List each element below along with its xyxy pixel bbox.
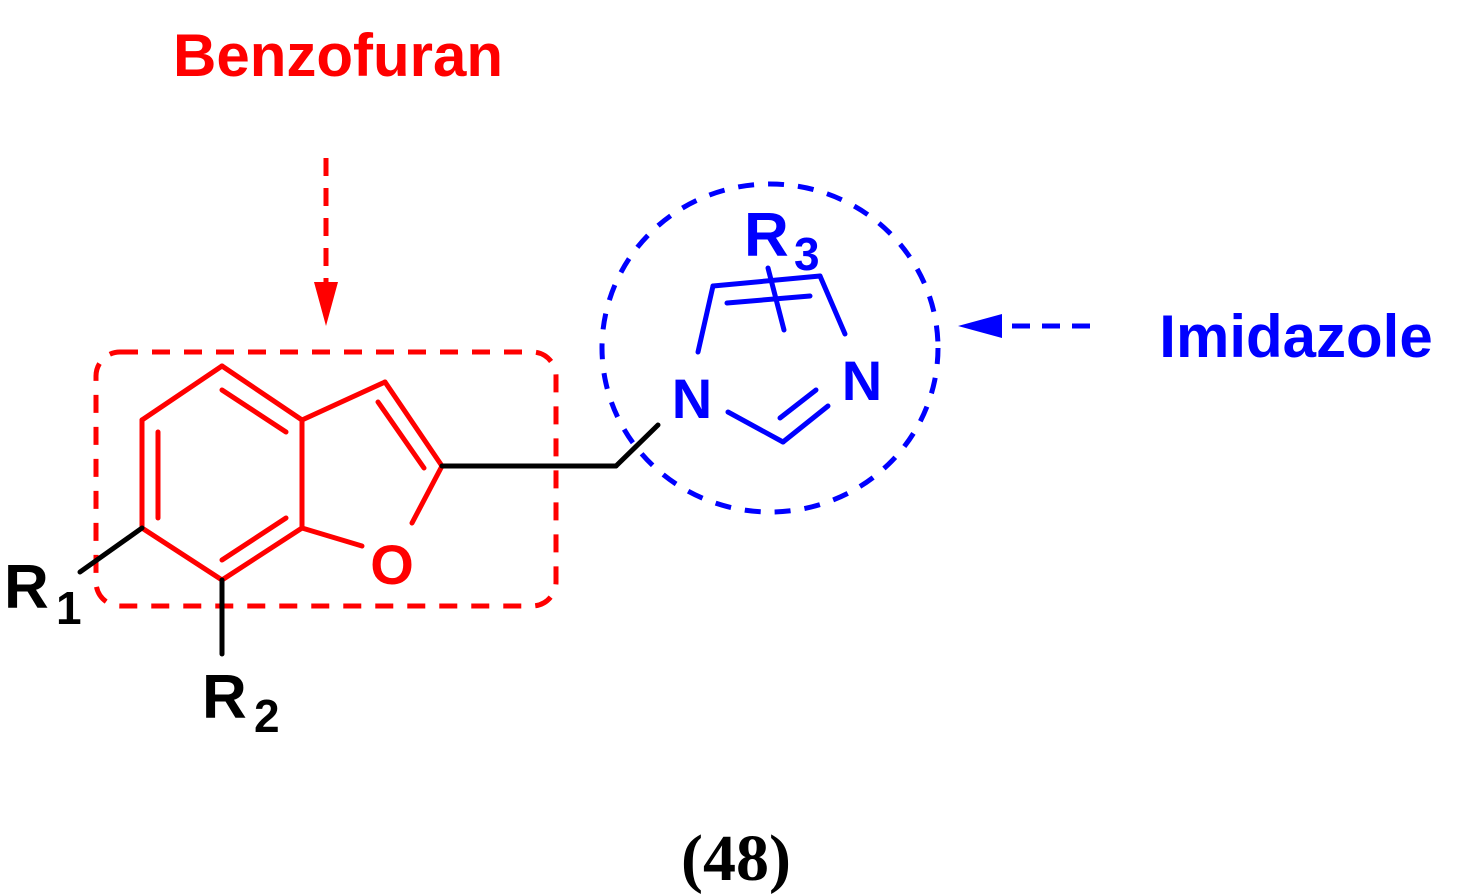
r2-substituent: R 2 [202, 663, 280, 742]
substituent-bonds [77, 422, 661, 657]
benzofuran-highlight-box [93, 349, 559, 609]
svg-text:R: R [4, 553, 49, 622]
oxygen-atom: O [370, 533, 414, 596]
imidazole-label: Imidazole [1159, 303, 1432, 370]
svg-text:2: 2 [254, 690, 280, 742]
benzofuran-label: Benzofuran [173, 22, 503, 89]
svg-text:1: 1 [56, 582, 82, 634]
compound-number: (48) [681, 822, 791, 895]
r1-substituent: R 1 [4, 553, 82, 634]
benzofuran-ring [139, 363, 445, 583]
svg-text:R: R [744, 201, 789, 270]
n3-atom: N [842, 349, 882, 412]
r3-substituent: R 3 [744, 201, 820, 280]
n1-atom: N [672, 367, 712, 430]
imidazole-arrow [958, 314, 1090, 338]
benzofuran-arrow [314, 158, 338, 326]
svg-text:3: 3 [794, 228, 820, 280]
svg-text:R: R [202, 663, 247, 732]
imidazole-ring [695, 265, 848, 445]
imidazole-highlight-circle [599, 181, 941, 515]
